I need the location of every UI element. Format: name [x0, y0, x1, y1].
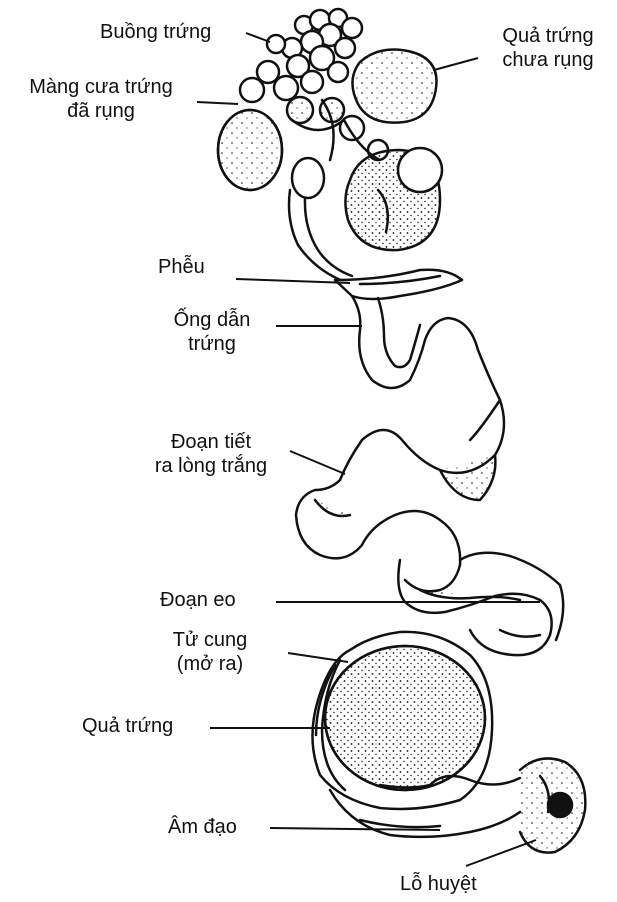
unovulated-egg [352, 50, 436, 123]
funnel [335, 270, 462, 299]
oviduct-tube [296, 296, 504, 591]
mature-follicle [345, 148, 442, 250]
label-unovulated-egg: Quả trứng chưa rụng [480, 24, 616, 72]
label-egg: Quả trứng [82, 714, 173, 738]
label-ovulated-follicle: Màng cưa trứng đã rụng [6, 75, 196, 123]
label-ovulated-follicle-line2: đã rụng [6, 99, 196, 123]
label-cloaca: Lỗ huyệt [400, 872, 477, 896]
label-unovulated-egg-line2: chưa rụng [480, 48, 616, 72]
label-oviduct: Ống dẫn trứng [150, 308, 274, 356]
label-oviduct-line2: trứng [150, 332, 274, 356]
label-vagina: Âm đạo [168, 815, 237, 839]
label-oviduct-line1: Ống dẫn [150, 308, 274, 332]
label-ovary: Buồng trứng [100, 20, 211, 44]
label-albumen-line2: ra lòng trắng [128, 454, 294, 478]
label-unovulated-egg-line1: Quả trứng [480, 24, 616, 48]
cloaca [520, 758, 585, 852]
label-funnel: Phễu [158, 255, 205, 279]
label-uterus: Tử cung (mở ra) [146, 628, 274, 676]
ruptured-follicle [218, 110, 282, 190]
label-uterus-line1: Tử cung [146, 628, 274, 652]
egg-in-uterus [325, 646, 485, 790]
label-ovulated-follicle-line1: Màng cưa trứng [6, 75, 196, 99]
label-albumen-section: Đoạn tiết ra lòng trắng [128, 430, 294, 478]
label-uterus-line2: (mở ra) [146, 652, 274, 676]
label-albumen-line1: Đoạn tiết [128, 430, 294, 454]
label-isthmus: Đoạn eo [160, 588, 236, 612]
